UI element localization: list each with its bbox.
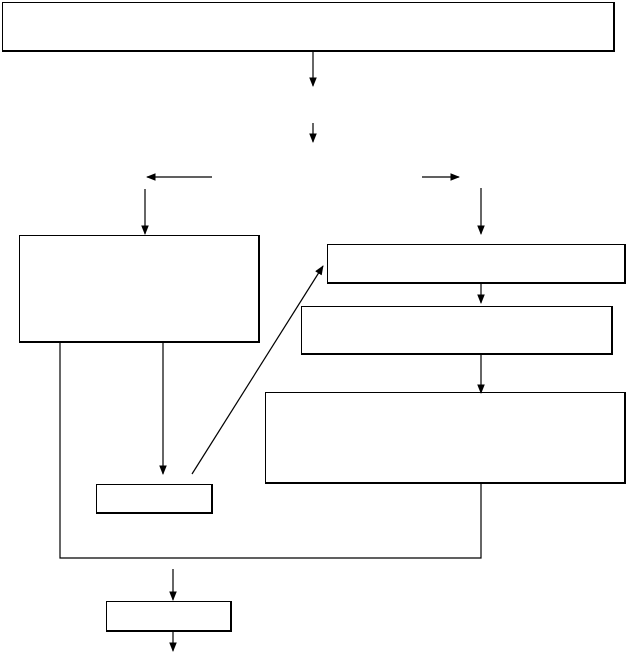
merge-connector [59,343,482,559]
right-box-2 [301,306,613,355]
small-box [96,484,213,514]
arrow-diagonal-to-right-box-1 [191,265,324,475]
top-box [2,2,615,52]
left-box [19,235,260,343]
right-box-1 [327,244,626,284]
final-box [106,601,232,632]
right-box-3 [265,392,626,484]
